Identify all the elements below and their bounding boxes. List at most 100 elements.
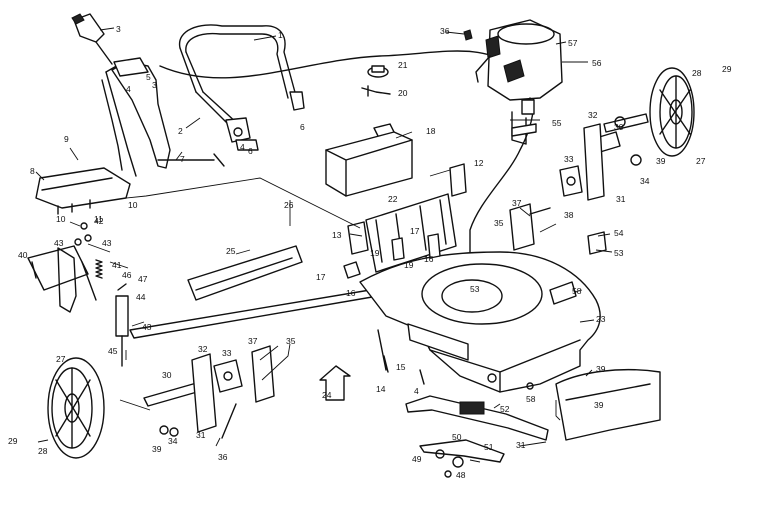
bracket-left-37 — [221, 345, 275, 439]
callout-label: 25 — [226, 246, 236, 256]
callout-label: 53 — [614, 248, 624, 258]
hardware-bolts-left — [74, 222, 92, 246]
bracket-right-37 — [509, 203, 551, 251]
callout-label: 47 — [138, 274, 148, 284]
hardware-bolt-4 — [419, 369, 425, 385]
callout-label: 28 — [38, 446, 48, 456]
callout-label: 1 — [278, 30, 283, 40]
callout-label: 36 — [440, 26, 450, 36]
callout-label: 2 — [178, 126, 183, 136]
callout-label: 31 — [616, 194, 626, 204]
callout-label: 35 — [286, 336, 296, 346]
callout-label: 39 — [656, 156, 666, 166]
callout-label: 14 — [376, 384, 386, 394]
engine-shaft — [511, 111, 537, 145]
callout-label: 16 — [346, 288, 356, 298]
callout-label: 5 — [146, 72, 151, 82]
callout-label: 29 — [8, 436, 18, 446]
callout-label: 20 — [398, 88, 408, 98]
callout-label: 57 — [568, 38, 578, 48]
callout-label: 44 — [136, 292, 146, 302]
callout-label: 34 — [640, 176, 650, 186]
height-adjuster-lever — [115, 283, 129, 367]
callout-label: 6 — [248, 146, 253, 156]
latch-bracket-right — [587, 231, 607, 255]
callout-label: 33 — [222, 348, 232, 358]
bracket-12 — [449, 163, 467, 197]
callout-label: 17 — [410, 226, 420, 236]
callout-label: 41 — [112, 260, 122, 270]
callout-label: 43 — [102, 238, 112, 248]
callout-label: 32 — [198, 344, 208, 354]
callout-label: 29 — [722, 64, 732, 74]
axle-arm-14 — [377, 329, 389, 373]
rear-axle-rod — [129, 289, 379, 339]
callout-label: 19 — [370, 248, 380, 258]
callout-label: 12 — [474, 158, 484, 168]
callout-label: 18 — [426, 126, 436, 136]
direction-arrow — [319, 365, 351, 401]
callout-label: 51 — [484, 442, 494, 452]
callout-label: 43 — [54, 238, 64, 248]
rear-shield — [35, 167, 131, 215]
callout-label: 4 — [126, 84, 131, 94]
height-bracket-left — [191, 353, 217, 433]
callout-label: 30 — [614, 122, 624, 132]
baffle-plate — [187, 245, 303, 301]
callout-label: 8 — [30, 166, 35, 176]
callout-label: 23 — [596, 314, 606, 324]
spark-plug — [463, 29, 473, 41]
bracket-small-parts — [343, 233, 441, 279]
callout-label: 26 — [284, 200, 294, 210]
callout-label: 33 — [564, 154, 574, 164]
callout-label: 38 — [564, 210, 574, 220]
axle-bolt-right — [603, 113, 649, 166]
adjuster-spring — [57, 247, 103, 313]
callout-label: 35 — [494, 218, 504, 228]
upper-handle — [178, 24, 305, 129]
callout-label: 11 — [94, 214, 103, 224]
callout-label: 36 — [218, 452, 228, 462]
callout-label: 53 — [470, 284, 480, 294]
callout-label: 55 — [552, 118, 562, 128]
callout-label: 15 — [396, 362, 406, 372]
callout-label: 30 — [162, 370, 172, 380]
callouts: 1 2 3 3 4 5 6 6 7 8 9 10 10 11 12 13 14 … — [8, 24, 732, 480]
callout-label: 50 — [452, 432, 462, 442]
callout-label: 31 — [516, 440, 526, 450]
callout-label: 43 — [142, 322, 152, 332]
callout-label: 40 — [18, 250, 28, 260]
callout-label: 19 — [404, 260, 414, 270]
height-bracket-right — [583, 123, 605, 201]
gas-cap — [367, 65, 389, 78]
callout-label: 4 — [414, 386, 419, 396]
callout-label: 7 — [180, 154, 185, 164]
callout-label: 46 — [122, 270, 132, 280]
callout-label: 31 — [196, 430, 206, 440]
air-filter-box — [325, 131, 413, 197]
callout-label: 27 — [56, 354, 66, 364]
wheel-adjuster-bracket — [27, 245, 97, 301]
callout-label: 10 — [56, 214, 66, 224]
callout-label: 58 — [572, 286, 582, 296]
callout-label: 48 — [456, 470, 466, 480]
adjust-plate-left — [213, 359, 243, 393]
callout-label: 56 — [592, 58, 602, 68]
rear-deck-flap — [407, 323, 469, 361]
front-right-wheel — [649, 67, 695, 157]
callout-label: 27 — [696, 156, 706, 166]
callout-label: 37 — [512, 198, 522, 208]
rear-left-wheel — [47, 357, 105, 459]
callout-label: 28 — [692, 68, 702, 78]
callout-label: 37 — [248, 336, 258, 346]
callout-label: 10 — [128, 200, 138, 210]
engine — [475, 19, 563, 115]
rear-discharge-chute — [555, 368, 661, 441]
callout-label: 16 — [424, 254, 434, 264]
callout-label: 9 — [64, 134, 69, 144]
callout-label: 17 — [316, 272, 326, 282]
callout-label: 24 — [322, 390, 332, 400]
callout-label: 54 — [614, 228, 624, 238]
callout-label: 21 — [398, 60, 408, 70]
